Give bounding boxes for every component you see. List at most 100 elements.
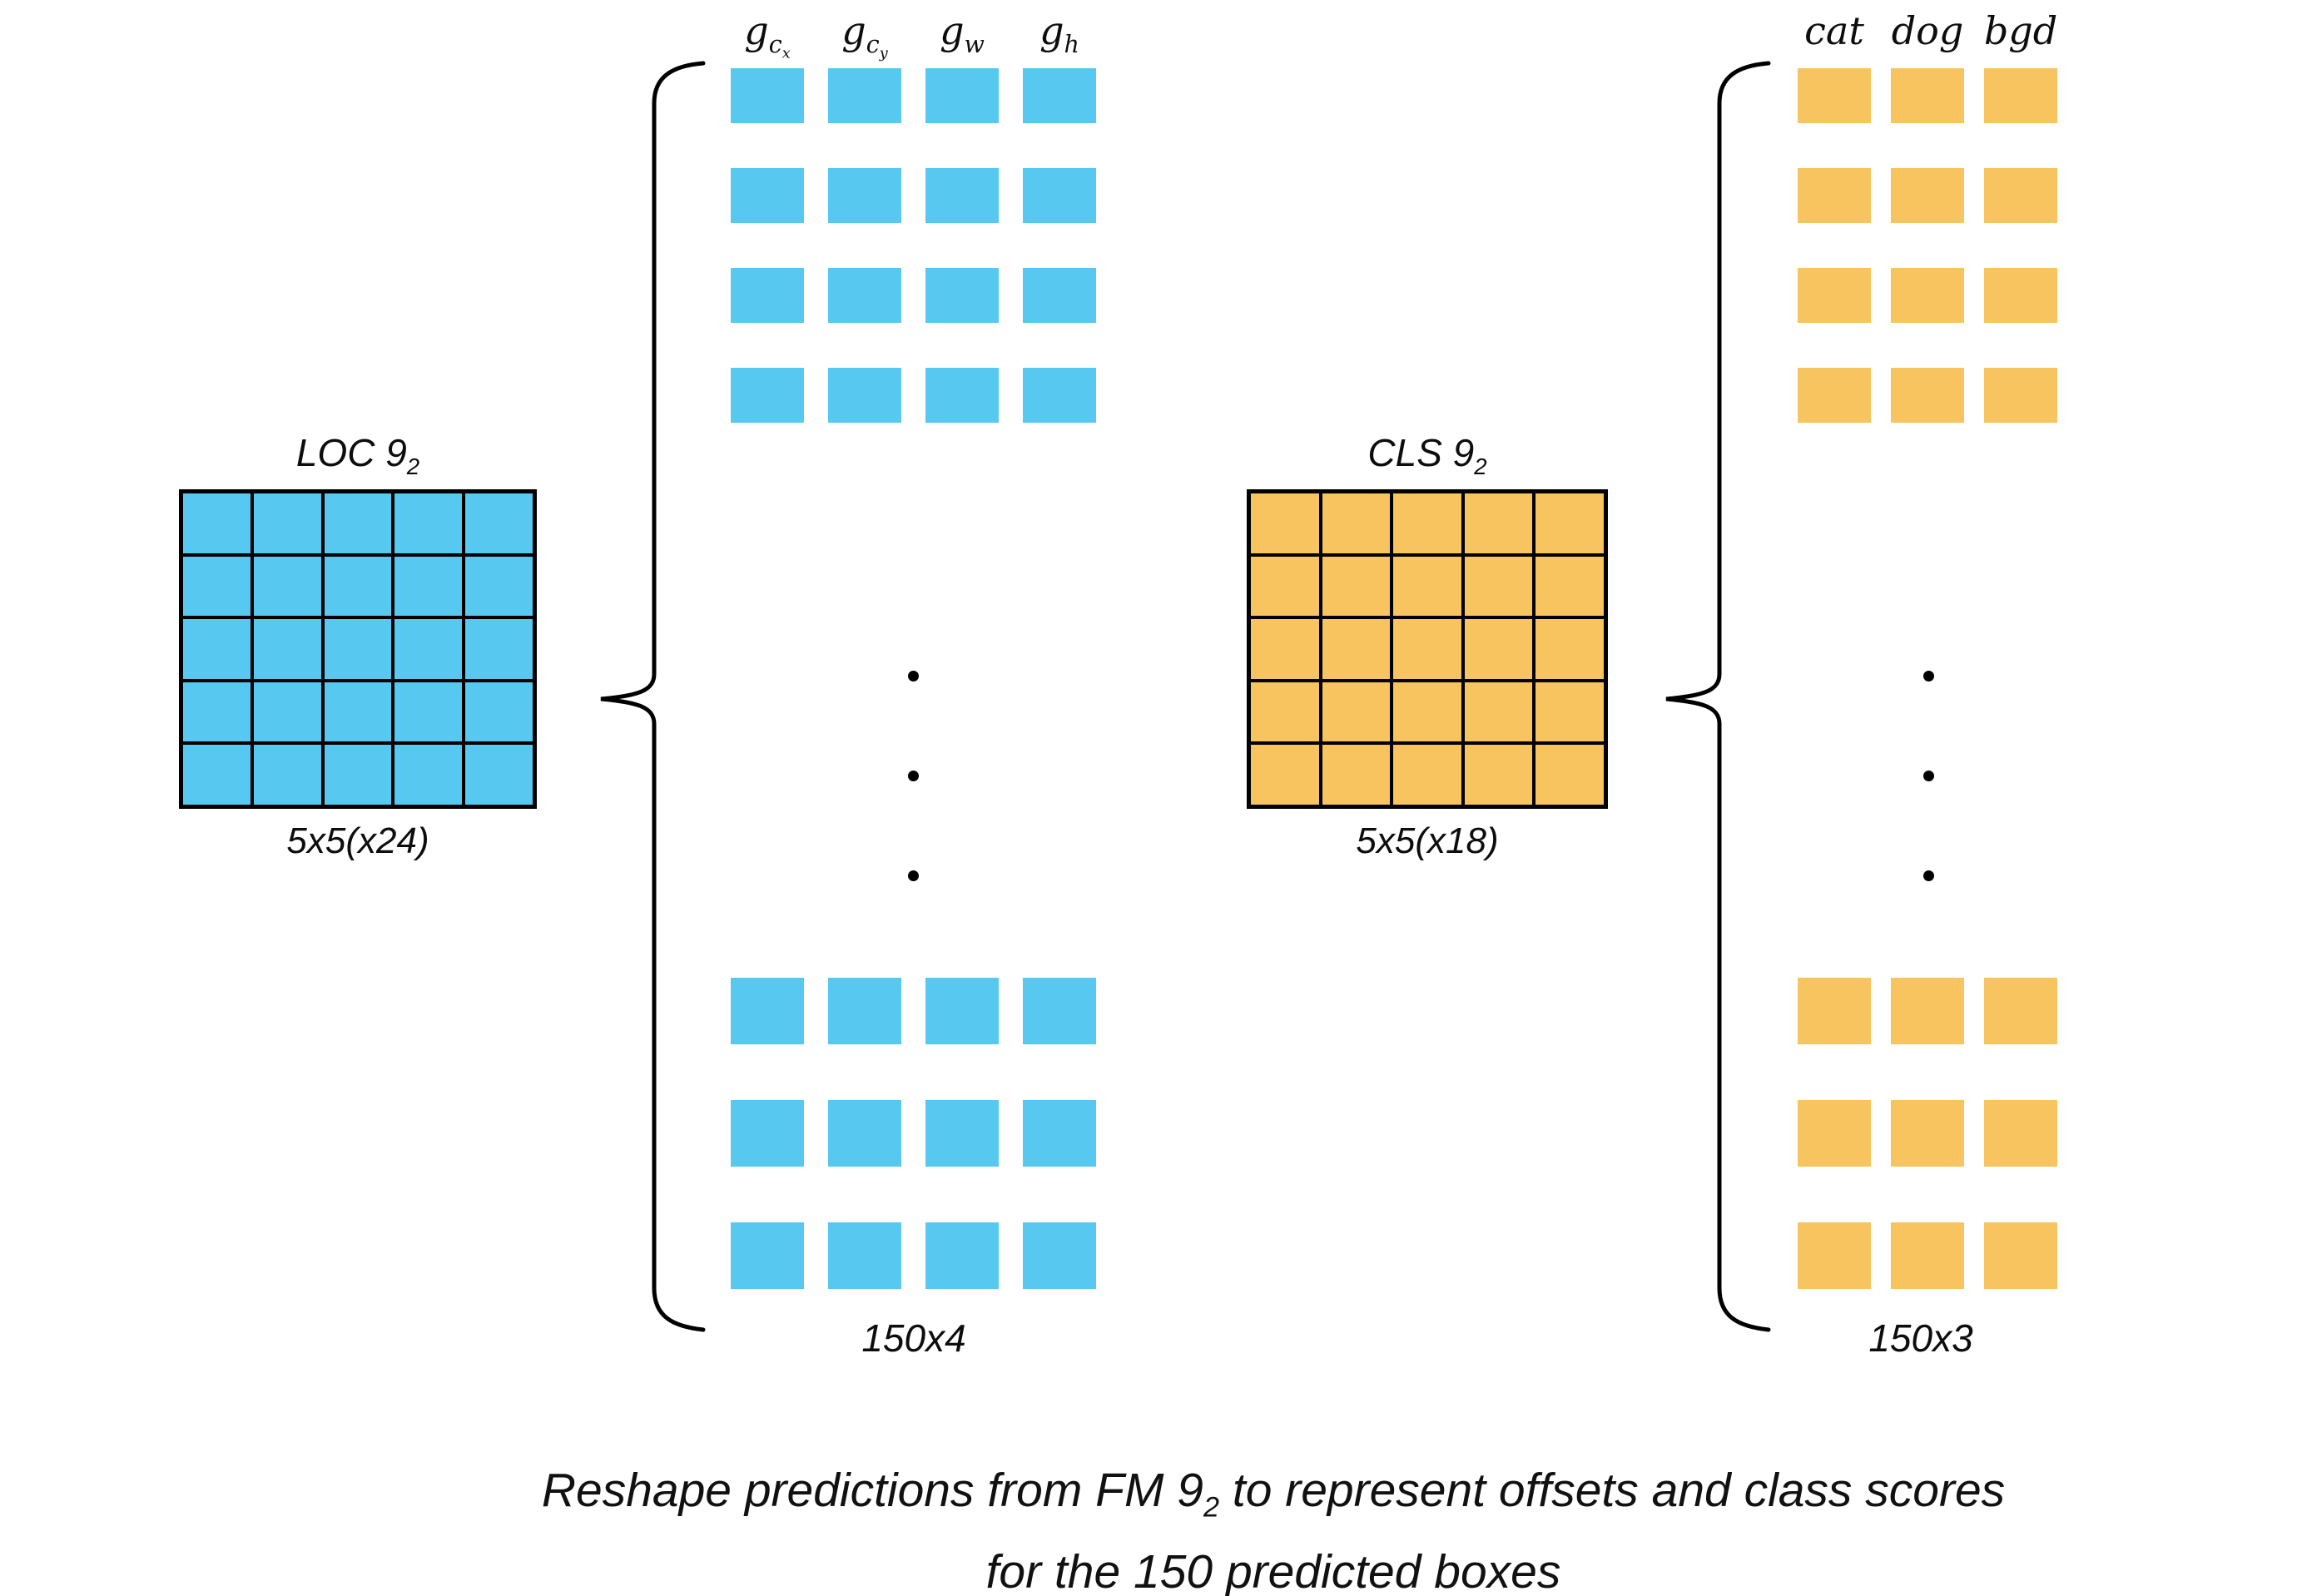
loc-vector-square xyxy=(1023,168,1096,223)
cls-vector-square xyxy=(1984,978,2057,1044)
loc-vector-square xyxy=(828,978,901,1044)
cls-vector-square xyxy=(1891,168,1964,223)
right-curly-brace xyxy=(1665,61,1771,1332)
loc-ellipsis-dot xyxy=(908,870,919,881)
cls-feature-map-cell xyxy=(1393,745,1461,805)
loc-vector-square xyxy=(925,978,999,1044)
cls-ellipsis-dot xyxy=(1923,671,1934,682)
cls-feature-map-cell xyxy=(1251,619,1319,679)
caption-line1-post: to represent offsets and class scores xyxy=(1219,1464,2006,1517)
cls-ellipsis-dot xyxy=(1923,870,1934,881)
loc-vector-square xyxy=(925,68,999,123)
loc-vector-square xyxy=(925,368,999,423)
loc-vector-square xyxy=(1023,368,1096,423)
loc-vector-square xyxy=(1023,1100,1096,1167)
loc-vector-square xyxy=(925,268,999,323)
loc-vector-square xyxy=(925,1100,999,1167)
loc-feature-map-cell xyxy=(324,556,392,617)
cls-column-header: bgd xyxy=(1983,8,2058,53)
cls-vector-square xyxy=(1984,168,2057,223)
loc-ellipsis-dot xyxy=(908,771,919,781)
loc-feature-map-grid xyxy=(179,489,537,809)
cls-feature-map-cell xyxy=(1322,619,1391,679)
cls-vector-square xyxy=(1798,368,1871,423)
cls-feature-map-cell xyxy=(1393,619,1461,679)
cls-vector-square xyxy=(1984,68,2057,123)
loc-vector-square xyxy=(1023,268,1096,323)
loc-vector-square xyxy=(1023,978,1096,1044)
loc-feature-map-cell xyxy=(394,619,463,679)
loc-feature-map-cell xyxy=(183,745,251,805)
loc-feature-map-cell xyxy=(394,556,463,617)
loc-feature-map-cell xyxy=(253,619,321,679)
cls-feature-map-cell xyxy=(1535,493,1604,553)
loc-feature-map-cell xyxy=(324,493,392,553)
caption-line1-subscript: 2 xyxy=(1203,1491,1220,1524)
cls-grid-title-text: CLS 9 xyxy=(1367,431,1475,474)
cls-vector-square xyxy=(1891,368,1964,423)
caption-line-1: Reshape predictions from FM 92 to repres… xyxy=(383,1458,2164,1539)
cls-feature-map-cell xyxy=(1464,745,1533,805)
cls-vector-dimensions-label: 150x3 xyxy=(1868,1316,1973,1360)
loc-feature-map-cell xyxy=(324,619,392,679)
cls-feature-map-cell xyxy=(1535,619,1604,679)
cls-feature-map-cell xyxy=(1322,682,1391,742)
loc-feature-map-cell xyxy=(324,745,392,805)
loc-vector-square xyxy=(731,268,804,323)
loc-feature-map-cell xyxy=(253,682,321,742)
loc-vector-square xyxy=(828,68,901,123)
loc-feature-map-cell xyxy=(183,556,251,617)
loc-feature-map-cell xyxy=(394,682,463,742)
cls-feature-map-cell xyxy=(1322,745,1391,805)
cls-vector-square xyxy=(1798,168,1871,223)
loc-vector-square xyxy=(731,978,804,1044)
loc-feature-map-cell xyxy=(465,493,533,553)
cls-feature-map-cell xyxy=(1464,556,1533,617)
loc-vector-square xyxy=(731,168,804,223)
caption-line1-pre: Reshape predictions from FM 9 xyxy=(541,1464,1204,1517)
loc-column-header: gcy xyxy=(841,8,888,62)
loc-feature-map-cell xyxy=(465,619,533,679)
cls-column-header: dog xyxy=(1891,8,1964,53)
loc-feature-map-cell xyxy=(324,682,392,742)
cls-feature-map-cell xyxy=(1464,619,1533,679)
cls-grid-dimensions-label: 5x5(x18) xyxy=(1356,820,1499,861)
loc-feature-map-cell xyxy=(465,745,533,805)
caption-line-2: for the 150 predicted boxes xyxy=(985,1545,1561,1596)
loc-vector-square xyxy=(828,1222,901,1289)
loc-column-header: gw xyxy=(940,8,985,59)
cls-column-header: cat xyxy=(1804,8,1864,53)
loc-feature-map-cell xyxy=(253,556,321,617)
cls-ellipsis-dot xyxy=(1923,771,1934,781)
cls-vector-square xyxy=(1891,1222,1964,1289)
loc-vector-square xyxy=(731,368,804,423)
cls-feature-map-cell xyxy=(1251,493,1319,553)
loc-feature-map-cell xyxy=(465,556,533,617)
loc-vector-square xyxy=(731,68,804,123)
cls-feature-map-cell xyxy=(1393,682,1461,742)
loc-grid-title-text: LOC 9 xyxy=(295,431,407,474)
cls-vector-square xyxy=(1798,1100,1871,1167)
cls-vector-square xyxy=(1891,1100,1964,1167)
loc-vector-square xyxy=(925,168,999,223)
caption: Reshape predictions from FM 92 to repres… xyxy=(383,1458,2164,1596)
left-curly-brace xyxy=(600,61,706,1332)
cls-feature-map-cell xyxy=(1464,493,1533,553)
cls-vector-square xyxy=(1891,68,1964,123)
cls-feature-map-cell xyxy=(1464,682,1533,742)
cls-feature-map-cell xyxy=(1251,682,1319,742)
cls-vector-square xyxy=(1798,68,1871,123)
cls-feature-map-cell xyxy=(1251,556,1319,617)
loc-vector-square xyxy=(731,1222,804,1289)
cls-feature-map-cell xyxy=(1535,556,1604,617)
cls-feature-map-cell xyxy=(1322,493,1391,553)
loc-column-header: gcx xyxy=(744,8,791,62)
loc-feature-map-cell xyxy=(183,682,251,742)
cls-vector-square xyxy=(1984,1100,2057,1167)
loc-vector-square xyxy=(925,1222,999,1289)
loc-vector-square xyxy=(828,1100,901,1167)
loc-vector-dimensions-label: 150x4 xyxy=(861,1316,966,1360)
